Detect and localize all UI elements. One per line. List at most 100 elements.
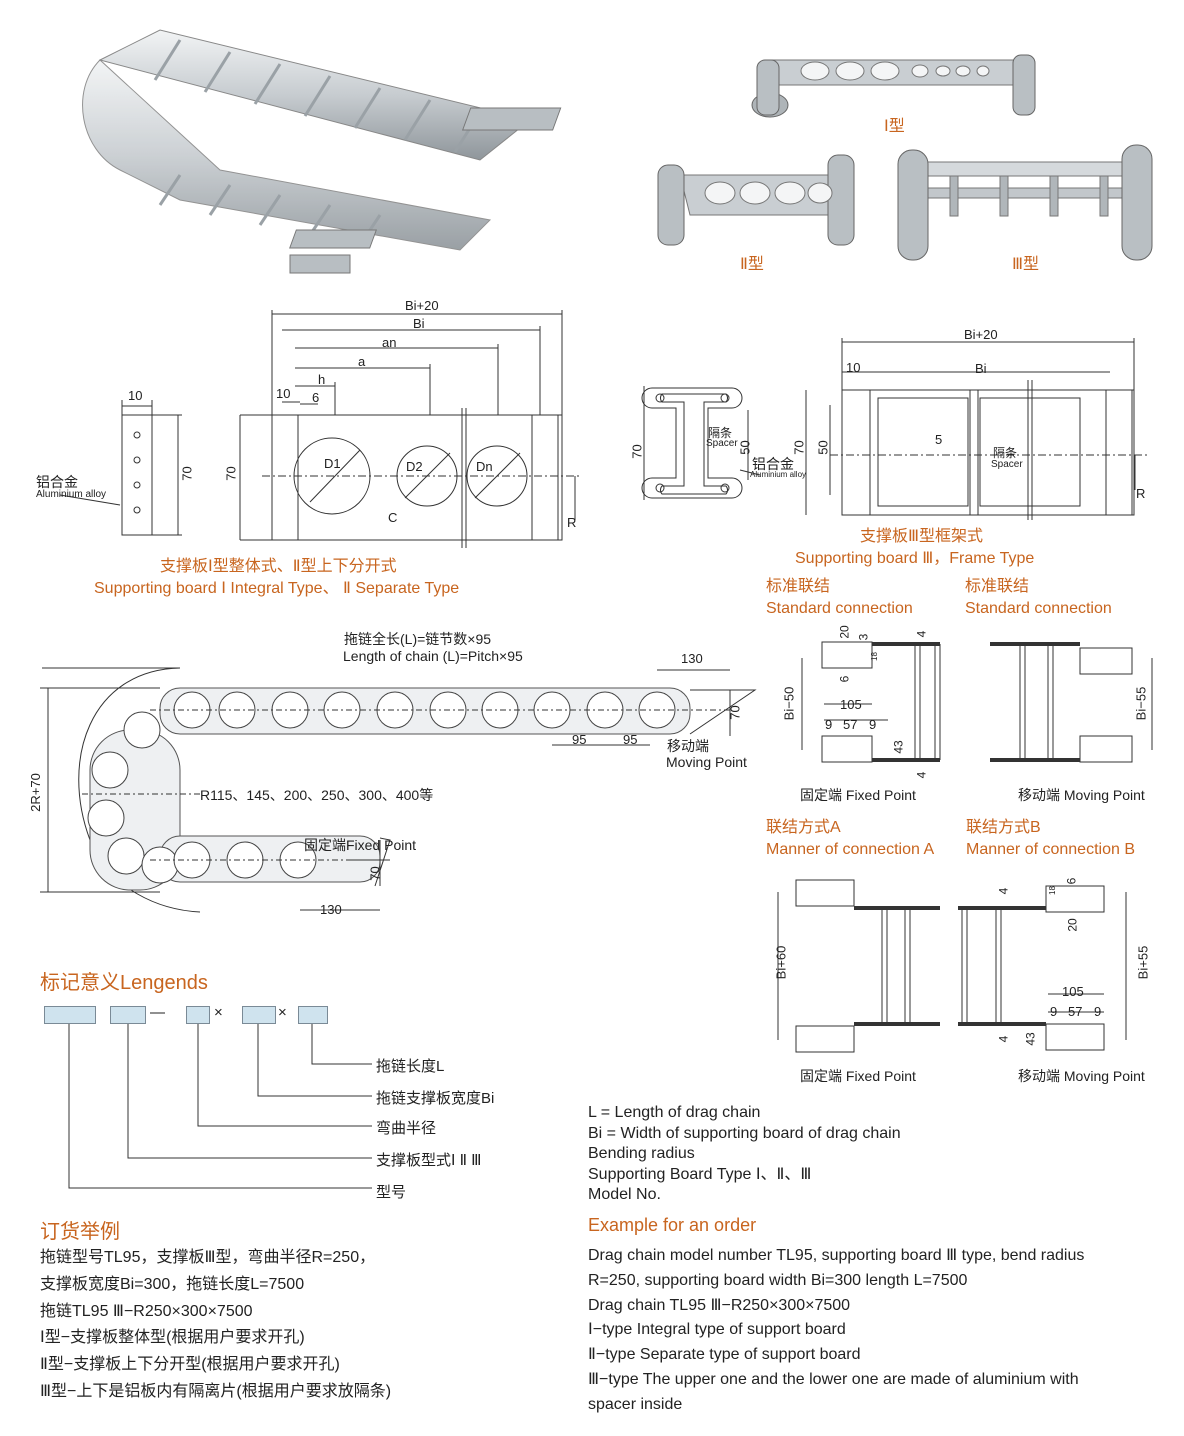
conn-dim-57: 57: [843, 717, 858, 732]
legend-title: 标记意义Lengends: [40, 972, 208, 994]
fig3-caption-en: Supporting board Ⅲ，Frame Type: [795, 550, 1035, 567]
fig1-label-dn: Dn: [476, 459, 493, 474]
order-cn-line: Ⅰ型−支撑板整体型(根据用户要求开孔): [40, 1329, 305, 1347]
conn-dim-e4a: 4: [996, 887, 1011, 895]
legend-en-radius: Bending radius: [588, 1145, 695, 1162]
fig3-dim-70a: 70: [629, 444, 645, 459]
chain-dim-95b: 95: [623, 732, 638, 747]
fig3-label-r: R: [1136, 486, 1146, 501]
drag-chain-photo: [60, 0, 620, 290]
legend-box-radius: [186, 1006, 210, 1024]
fig1-dim-10a: 10: [128, 388, 143, 403]
conn-b-en: Manner of connection B: [966, 841, 1135, 858]
fig3-dim-50a: 50: [737, 440, 753, 455]
fig3-dim-bi20: Bi+20: [964, 327, 998, 342]
conn-dim-e6: 6: [1064, 877, 1079, 885]
conn-dim-105: 105: [840, 697, 862, 712]
fig3-dim-50b: 50: [815, 440, 831, 455]
chain-side-view: [30, 660, 770, 930]
conn-dim-e105: 105: [1062, 984, 1084, 999]
legend-en-model: Model No.: [588, 1186, 661, 1203]
chain-dim-130b: 130: [320, 902, 342, 917]
fig3-spacer-cn: 隔条: [708, 426, 733, 440]
fig1-caption-cn: 支撑板Ⅰ型整体式、Ⅱ型上下分开式: [160, 558, 397, 575]
conn-a-cn: 联结方式A: [766, 819, 841, 836]
fig3-dim-bi: Bi: [975, 361, 987, 376]
std-conn-drawing: [780, 620, 1170, 790]
type1-label: Ⅰ型: [884, 118, 905, 135]
legend-item-type: 支撑板型式Ⅰ Ⅱ Ⅲ: [376, 1152, 482, 1169]
conn-dim-e9b: 9: [1094, 1004, 1102, 1019]
conn-dim-bi55b: Bi+55: [1135, 945, 1151, 980]
fig3-drawing: [630, 320, 1170, 520]
conn-dim-e43: 43: [1023, 1032, 1038, 1046]
legend-times-1: ×: [214, 1004, 223, 1021]
fig1-dim-70a: 70: [179, 466, 195, 481]
fig3-spacer-cn2: 隔条: [993, 446, 1018, 460]
legend-leaders: [0, 1020, 380, 1200]
fig1-dim-a: a: [358, 354, 366, 369]
order-cn-line: 拖链TL95 Ⅲ−R250×300×7500: [40, 1302, 253, 1320]
fig3-dim-70b: 70: [791, 440, 807, 455]
chain-dim-70a: 70: [727, 705, 743, 720]
conn-dim-e18: 18: [1047, 886, 1057, 895]
chain-moving-en: Moving Point: [666, 754, 747, 770]
legend-item-length: 拖链长度L: [376, 1058, 445, 1075]
chain-dim-70b: 70: [367, 866, 383, 881]
std-conn-en2: Standard connection: [965, 600, 1112, 617]
order-en-line: R=250, supporting board width Bi=300 len…: [588, 1271, 968, 1289]
fig1-dim-an: an: [382, 335, 397, 350]
conn-fixed-label: 固定端 Fixed Point: [800, 787, 916, 803]
conn-dim-6: 6: [837, 675, 852, 683]
type2-label: Ⅱ型: [740, 256, 764, 273]
conn-b-cn: 联结方式B: [966, 819, 1041, 836]
conn-dim-9b: 9: [869, 717, 877, 732]
order-en-line: Ⅲ−type The upper one and the lower one a…: [588, 1370, 1079, 1388]
chain-length-en: Length of chain (L)=Pitch×95: [343, 648, 523, 664]
legend-item-width: 拖链支撑板宽度Bi: [376, 1090, 495, 1107]
legend-box-width: [242, 1006, 276, 1024]
fig1-label-r: R: [567, 515, 577, 530]
legend-item-model: 型号: [376, 1184, 407, 1201]
fig3-dim-10: 10: [846, 360, 861, 375]
order-cn-line: 拖链型号TL95，支撑板Ⅲ型，弯曲半径R=250，: [40, 1249, 376, 1266]
fig1-dim-bi20: Bi+20: [405, 298, 439, 313]
chain-moving-cn: 移动端: [667, 738, 709, 754]
order-en-line: Ⅰ−type Integral type of support board: [588, 1321, 846, 1339]
std-conn-en: Standard connection: [766, 600, 913, 617]
conn-fixed-label-2: 固定端 Fixed Point: [800, 1068, 916, 1084]
conn-dim-4a: 4: [914, 630, 929, 638]
conn-dim-bi60: Bi+60: [773, 945, 789, 980]
type3-label: Ⅲ型: [1012, 256, 1040, 273]
fig1-label-d1: D1: [324, 456, 341, 471]
legend-times-2: ×: [278, 1004, 287, 1021]
conn-dim-18: 18: [869, 652, 879, 661]
fig1-caption-en: Supporting board Ⅰ Integral Type、 Ⅱ Sepa…: [94, 580, 460, 597]
fig1-label-c: C: [388, 510, 398, 525]
conn-moving-label: 移动端 Moving Point: [1018, 787, 1145, 803]
std-conn-cn2: 标准联结: [965, 578, 1030, 595]
fig1-dim-bi: Bi: [413, 316, 425, 331]
legend-dash: —: [150, 1004, 165, 1021]
fig1-dim-6: 6: [312, 390, 320, 405]
conn-dim-bi50: Bi−50: [781, 686, 797, 721]
conn-dim-3: 3: [856, 633, 871, 641]
conn-a-en: Manner of connection A: [766, 841, 935, 858]
conn-dim-4b: 4: [914, 771, 929, 779]
fig3-spacer-en2: Spacer: [991, 459, 1023, 470]
legend-item-radius: 弯曲半径: [376, 1120, 437, 1137]
chain-fixed-label: 固定端Fixed Point: [304, 837, 417, 853]
legend-en-list: L = Length of drag chain Bi = Width of s…: [588, 1103, 901, 1206]
type3-board-photo: [890, 140, 1160, 265]
conn-dim-9a: 9: [825, 717, 833, 732]
fig3-alloy-en: Aluminium alloy: [750, 470, 807, 479]
chain-dim-130a: 130: [681, 651, 703, 666]
conn-dim-e4b: 4: [996, 1035, 1011, 1043]
order-en-line: Drag chain model number TL95, supporting…: [588, 1247, 1085, 1264]
fig1-dim-10b: 10: [276, 386, 291, 401]
legend-en-type: Supporting Board Type Ⅰ、Ⅱ、Ⅲ: [588, 1165, 812, 1183]
fig1-alloy-cn: 铝合金: [36, 474, 78, 490]
std-conn-cn: 标准联结: [766, 578, 831, 595]
fig3-caption-cn: 支撑板Ⅲ型框架式: [860, 528, 984, 545]
legend-box-length: [298, 1006, 328, 1024]
